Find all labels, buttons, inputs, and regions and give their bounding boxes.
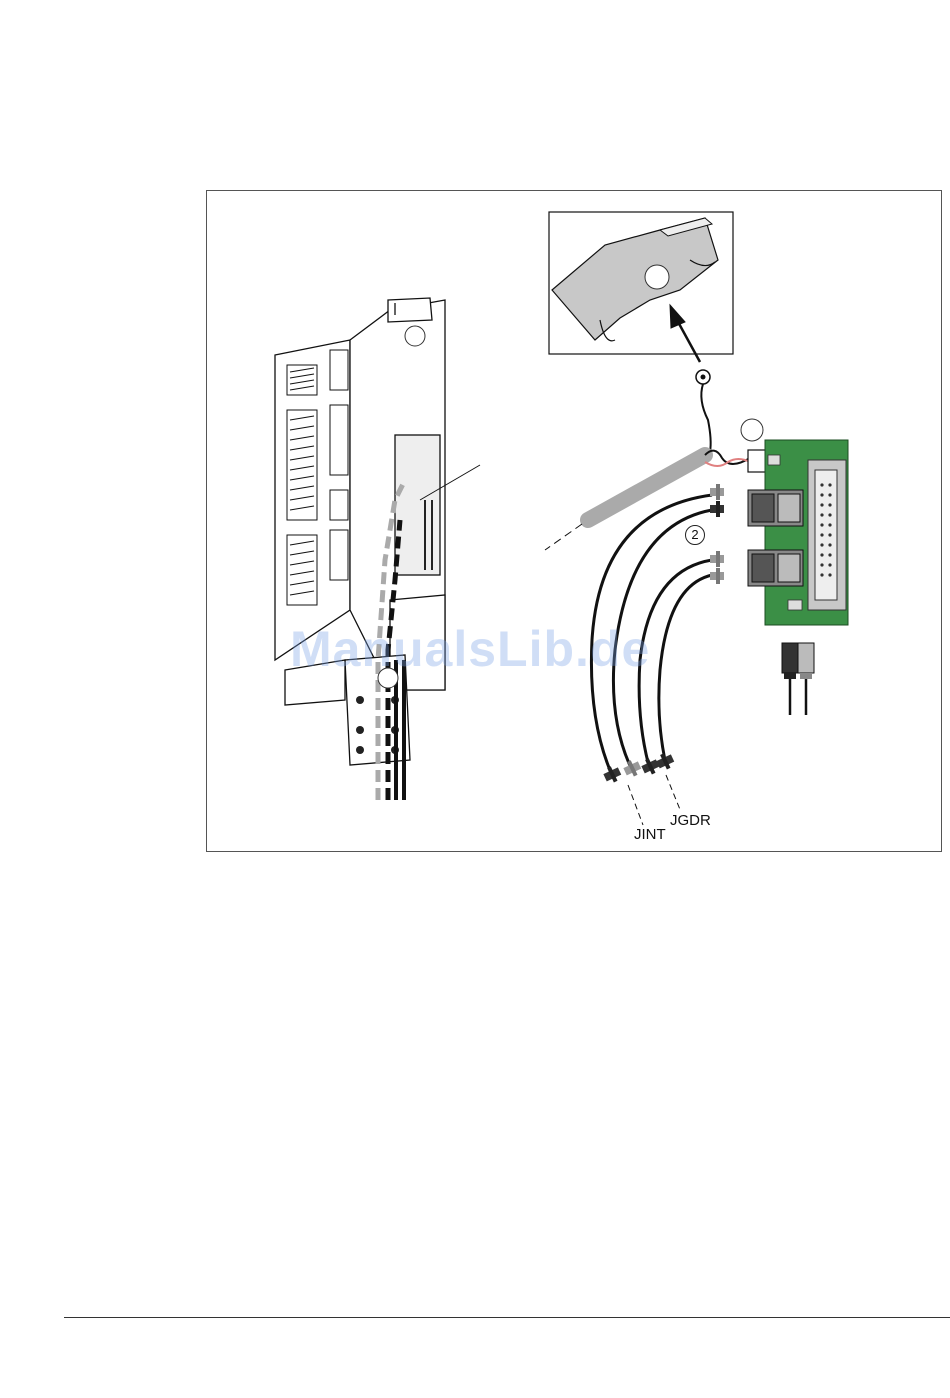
grey-cable [545, 451, 750, 550]
footer-rule [64, 1317, 950, 1318]
watermark: ManualsLib.de [290, 620, 650, 678]
label-jgdr: JGDR [670, 812, 711, 829]
connector-legend [782, 643, 814, 715]
label-jint: JINT [634, 826, 666, 843]
callout-circle-connector [741, 419, 763, 441]
callout-2: 2 [685, 525, 705, 545]
drive-module [275, 298, 445, 765]
bracket-detail-inset [549, 212, 733, 354]
callout-circle-top [405, 326, 425, 346]
